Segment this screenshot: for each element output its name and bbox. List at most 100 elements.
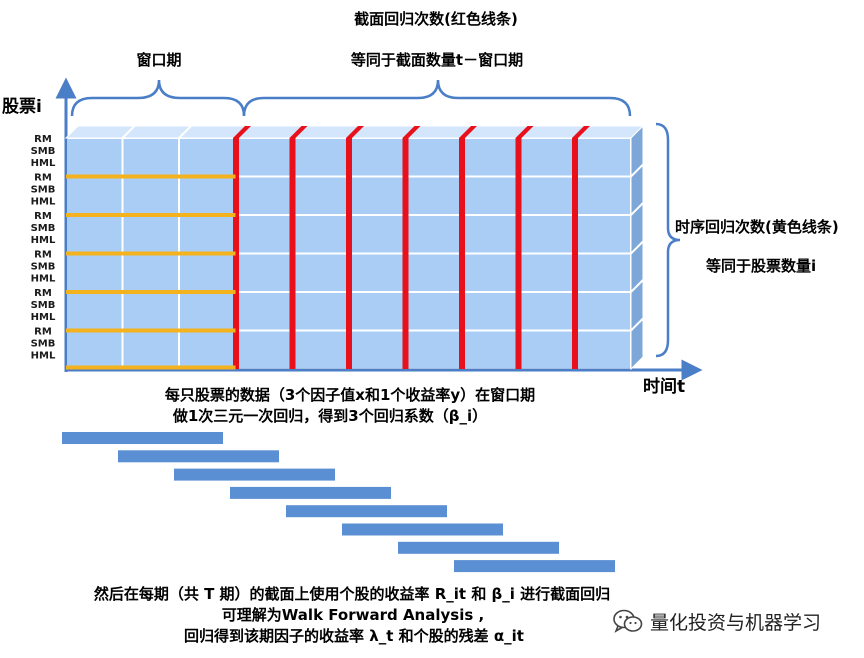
- ts-regression-line: [66, 251, 236, 256]
- cube-cell: [575, 331, 630, 368]
- cube-top-divider: [121, 125, 136, 139]
- walk-forward-window-bar: [118, 450, 279, 463]
- watermark: 量化投资与机器学习: [612, 606, 821, 636]
- cube-cell: [293, 331, 348, 368]
- factor-label: RM: [34, 211, 52, 222]
- cube-cell: [349, 139, 404, 176]
- window-regression-text-1: 每只股票的数据（3个因子值x和1个收益率y）在窗口期: [165, 386, 535, 404]
- cube-cell: [236, 139, 291, 176]
- cube-cell: [575, 293, 630, 330]
- walk-forward-window-bar: [286, 505, 447, 518]
- factor-label: HML: [31, 158, 56, 169]
- factor-label: SMB: [31, 185, 56, 196]
- bottom-text-3: 回归得到该期因子的收益率 λ_t 和个股的残差 α_it: [184, 627, 524, 645]
- cube-cell: [349, 216, 404, 253]
- y-axis-label: 股票i: [2, 97, 42, 117]
- time-series-brace: [655, 122, 681, 358]
- window-brace: [70, 79, 246, 117]
- cube-cell: [519, 216, 574, 253]
- ts-regression-line: [66, 328, 236, 333]
- cube-cell: [349, 177, 404, 214]
- cube-cell: [575, 254, 630, 291]
- walk-forward-window-bar: [62, 432, 223, 444]
- walk-forward-window-bar: [342, 523, 503, 536]
- cube-side-divider: [630, 317, 644, 332]
- cube-cell: [349, 331, 404, 368]
- factor-label: HML: [31, 197, 56, 208]
- cube-cell: [349, 254, 404, 291]
- cube-cell: [519, 254, 574, 291]
- cube-cell: [406, 293, 461, 330]
- cube-cell: [67, 331, 122, 368]
- cube-cell: [236, 331, 291, 368]
- walk-forward-bars: [62, 432, 615, 573]
- cross-regression-line-top: [459, 126, 477, 138]
- cross-section-brace: [242, 79, 632, 117]
- factor-row-labels: RMSMBHMLRMSMBHMLRMSMBHMLRMSMBHMLRMSMBHML…: [31, 134, 56, 362]
- cube-cell: [519, 293, 574, 330]
- cube-cell: [406, 254, 461, 291]
- factor-label: SMB: [31, 300, 56, 311]
- cube-cell: [236, 216, 291, 253]
- cube-side-divider: [630, 240, 644, 255]
- cube-cell: [406, 139, 461, 176]
- factor-label: SMB: [31, 339, 56, 350]
- factor-label: RM: [34, 134, 52, 145]
- walk-forward-window-bar: [230, 486, 391, 499]
- cube-cell: [519, 331, 574, 368]
- walk-forward-window-bar: [454, 560, 615, 573]
- cube-cell: [67, 216, 122, 253]
- walk-forward-window-bar: [398, 541, 559, 554]
- cube-cell: [462, 331, 517, 368]
- cube-cell: [236, 254, 291, 291]
- data-cube: [64, 124, 645, 371]
- factor-label: SMB: [31, 262, 56, 273]
- cube-cell: [123, 216, 178, 253]
- factor-label: HML: [31, 274, 56, 285]
- cube-cell: [462, 139, 517, 176]
- bottom-text-2: 可理解为Walk Forward Analysis ,: [222, 606, 484, 624]
- cube-cell: [293, 177, 348, 214]
- cube-cell: [67, 177, 122, 214]
- cube-cell: [180, 331, 235, 368]
- cube-cell: [462, 293, 517, 330]
- cube-cell: [406, 177, 461, 214]
- factor-label: HML: [31, 351, 56, 362]
- cross-regression-line-top: [289, 126, 308, 138]
- walk-forward-window-bar: [174, 468, 335, 481]
- cube-cell: [67, 293, 122, 330]
- cube-cell: [236, 293, 291, 330]
- factor-label: RM: [34, 173, 52, 184]
- cube-cell: [519, 139, 574, 176]
- cube-cell: [236, 177, 291, 214]
- cube-cell: [123, 293, 178, 330]
- factor-label: RM: [34, 327, 52, 338]
- cube-cell: [575, 139, 630, 176]
- cube-cell: [293, 254, 348, 291]
- watermark-text: 量化投资与机器学习: [650, 611, 822, 634]
- cross-regression-line-top: [402, 126, 421, 138]
- cube-cell: [180, 139, 235, 176]
- cross-regression-line-top: [572, 126, 590, 138]
- cube-cell: [67, 139, 122, 176]
- ts-regression-line: [66, 290, 236, 294]
- cube-cell: [180, 293, 235, 330]
- cross-regression-line: [515, 138, 522, 369]
- wechat-icon: [613, 609, 643, 633]
- cross-regression-line: [459, 138, 465, 369]
- cube-cell: [123, 331, 178, 368]
- cube-cell: [575, 216, 630, 253]
- cube-side-divider: [630, 202, 644, 216]
- cube-cell: [519, 177, 574, 214]
- cross-regression-line-top: [233, 126, 251, 138]
- cube-cell: [293, 293, 348, 330]
- factor-label: RM: [34, 250, 52, 261]
- cube-side-divider: [630, 163, 644, 178]
- cube-cell: [293, 139, 348, 176]
- bottom-text-1: 然后在每期（共 T 期）的截面上使用个股的收益率 R_it 和 β_i 进行截面…: [94, 585, 610, 603]
- cross-regression-line-top: [346, 126, 364, 138]
- ts-regression-label: 时序回归次数(黄色线条): [675, 218, 839, 236]
- cross-regression-line: [346, 138, 352, 369]
- cube-cell: [180, 177, 235, 214]
- cube-side-divider: [630, 279, 644, 293]
